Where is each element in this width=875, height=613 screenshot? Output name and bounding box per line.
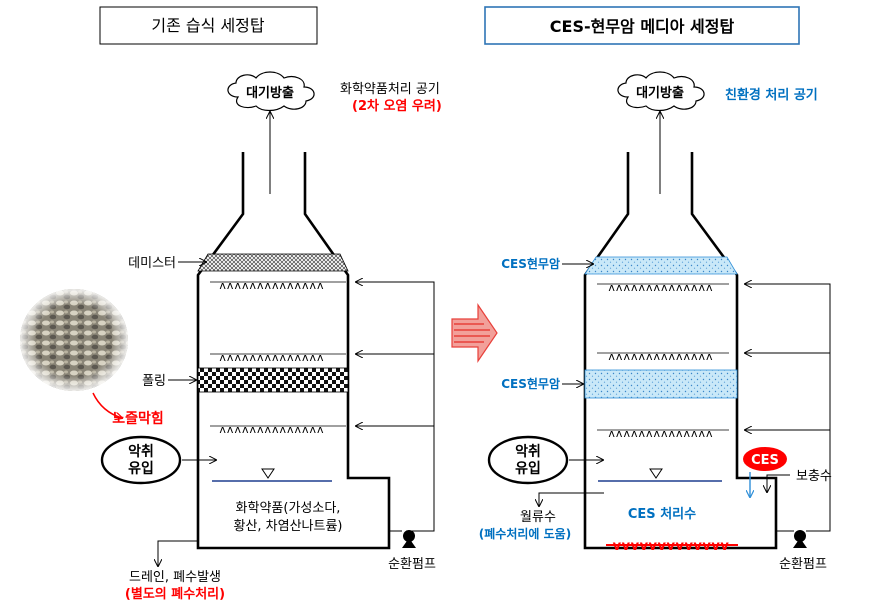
- right-bottom-diffuser: vvvvvvvvvvvvv: [613, 539, 730, 554]
- right-media-top-label: CES현무암: [501, 256, 560, 271]
- left-tower-outline: [196, 152, 391, 550]
- left-packing-label: 폴링: [142, 374, 166, 389]
- transition-arrow-icon: [451, 303, 498, 363]
- right-odor-line2: 유입: [515, 461, 541, 477]
- right-treat-label: CES 처리수: [628, 506, 696, 522]
- right-overflow-line1: 월류수: [520, 510, 556, 525]
- right-ces-badge-text: CES: [751, 453, 779, 468]
- left-exposed-label: 노즐막힘: [112, 410, 164, 427]
- right-spray-row-3: ʌʌʌʌʌʌʌʌʌʌʌʌʌʌ: [608, 427, 713, 440]
- right-odor-line1: 악취: [515, 443, 541, 460]
- pump-icon: [402, 530, 416, 548]
- pump-icon: [793, 530, 807, 548]
- left-clog-pointer: [92, 392, 122, 418]
- left-spray-row-3: ʌʌʌʌʌʌʌʌʌʌʌʌʌʌ: [219, 423, 324, 436]
- right-title-box: [484, 6, 800, 45]
- left-drain-line1: 드레인, 폐수발생: [129, 570, 221, 585]
- right-odor-inlet: [487, 435, 569, 485]
- left-drain-pipe: [158, 540, 198, 566]
- right-pump-label: 순환펌프: [779, 557, 827, 572]
- right-cloud-label: 대기방출: [636, 85, 684, 101]
- left-panel: 기존 습식 세정탑 대기방출 화학약품처리 공기 (2차 오염 우려) 데미스터…: [20, 6, 442, 602]
- right-makeup-arrow: [767, 474, 790, 492]
- left-packing-bed: [197, 367, 349, 393]
- cloud-icon: [617, 71, 705, 112]
- left-pump-label: 순환펌프: [388, 557, 436, 572]
- right-title: CES-현무암 메디아 세정탑: [550, 17, 735, 36]
- water-level-icon: [649, 468, 663, 479]
- right-tower-outline: [583, 152, 778, 550]
- left-title-box: [99, 6, 318, 45]
- right-exhaust-label: 친환경 처리 공기: [725, 87, 818, 103]
- right-ces-badge: [743, 447, 787, 471]
- right-makeup-label: 보충수: [796, 469, 832, 484]
- left-odor-line2: 유입: [128, 461, 154, 477]
- left-chem-line2: 황산, 차염산나트륨): [233, 519, 342, 534]
- right-ces-media-top: [584, 256, 738, 275]
- left-demister-label: 데미스터: [128, 256, 176, 271]
- left-chem-line1: 화학약품(가성소다,: [236, 501, 341, 516]
- right-panel: CES-현무암 메디아 세정탑 대기방출 친환경 처리 공기 CES현무암 ʌʌ…: [479, 6, 832, 572]
- left-exhaust-line1: 화학약품처리 공기: [340, 82, 440, 97]
- right-spray-row-2: ʌʌʌʌʌʌʌʌʌʌʌʌʌʌ: [608, 350, 713, 363]
- left-cloud-label: 대기방출: [246, 85, 294, 101]
- left-exhaust-line2: (2차 오염 우려): [352, 98, 442, 114]
- water-level-icon: [261, 468, 275, 479]
- left-title: 기존 습식 세정탑: [151, 16, 264, 35]
- right-recirc-pipe-top: [745, 284, 831, 532]
- clogged-nozzle-photo: [20, 289, 128, 391]
- right-spray-row-1: ʌʌʌʌʌʌʌʌʌʌʌʌʌʌ: [608, 281, 713, 294]
- right-overflow-pipe: [539, 492, 604, 506]
- left-odor-line1: 악취: [128, 443, 154, 460]
- right-overflow-line2: (폐수처리에 도움): [479, 526, 571, 541]
- left-odor-inlet: [100, 435, 182, 485]
- cloud-icon: [227, 71, 315, 112]
- right-media-mid-label: CES현무암: [501, 376, 560, 391]
- left-demister: [197, 253, 349, 272]
- left-spray-row-2: ʌʌʌʌʌʌʌʌʌʌʌʌʌʌ: [219, 351, 324, 364]
- right-ces-media-mid: [584, 369, 738, 399]
- left-recirc-pipe-top: [356, 282, 435, 532]
- left-spray-row-1: ʌʌʌʌʌʌʌʌʌʌʌʌʌʌ: [219, 279, 324, 292]
- left-drain-line2: (별도의 폐수처리): [125, 586, 225, 602]
